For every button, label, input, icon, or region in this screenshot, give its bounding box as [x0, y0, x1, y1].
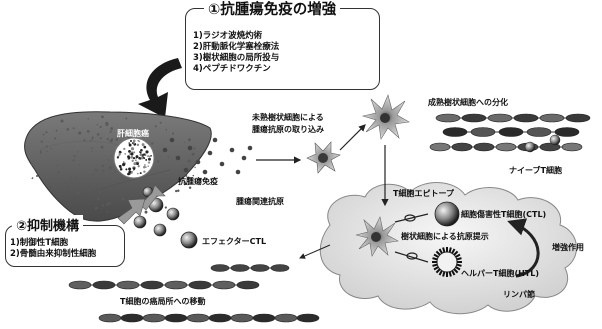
- htl-cell: [432, 247, 462, 277]
- arrow-ctl-migration: [299, 244, 331, 259]
- t-cell-chains: [68, 113, 591, 323]
- enhancement-label: 増強作用: [552, 243, 584, 252]
- immature-dc-label: 未熟樹状細胞による 腫瘍抗原の取り込み: [252, 113, 324, 134]
- effector-ctl-cell: [180, 231, 198, 249]
- tumor-antigen-particles: [162, 137, 253, 175]
- therapy-arrow: [138, 58, 182, 118]
- lymph-node-cloud: [319, 182, 577, 315]
- tumor: [113, 137, 155, 179]
- ctl-cell: [434, 201, 460, 227]
- therapy-box-title: ①抗腫瘍免疫の増強: [204, 0, 341, 19]
- immune-cells-near-tumor: [133, 186, 180, 237]
- lymph-node-dendritic-cell: [355, 216, 399, 257]
- therapy-item-1: 1)ラジオ波焼灼術: [193, 31, 263, 41]
- mature-dendritic-cell: [361, 94, 410, 140]
- therapy-item-4: 4)ペプチドワクチン: [193, 64, 271, 74]
- liver-texture: [30, 115, 202, 214]
- t-epitope-label: T細胞エピトープ: [393, 189, 454, 198]
- tumor-antigen-label: 腫瘍関連抗原: [236, 197, 284, 206]
- mature-dc-label: 成熟樹状細胞への分化: [428, 98, 508, 107]
- immature-dendritic-cell: [306, 141, 341, 174]
- suppression-box-title: ②抑制機構: [12, 215, 84, 234]
- antitumor-immunity-label: 抗腫瘍免疫: [178, 177, 218, 186]
- epitope-connectors: [394, 213, 429, 263]
- therapy-list: 1)ラジオ波焼灼術 2)肝動脈化学塞栓療法 3)樹状細胞の局所投与 4)ペプチド…: [193, 31, 279, 75]
- lymph-node-label: リンパ節: [503, 290, 535, 299]
- ctl-label: 細胞傷害性T細胞(CTL): [461, 210, 547, 219]
- suppression-list: 1)制御性T細胞 2)骨髄由来抑制性細胞: [10, 238, 96, 260]
- effector-ctl-label: エフェクターCTL: [202, 237, 267, 246]
- therapy-box: [185, 8, 380, 90]
- liver-cancer-label: 肝細胞癌: [117, 129, 149, 138]
- therapy-item-3: 3)樹状細胞の局所投与: [193, 53, 280, 63]
- therapy-item-2: 2)肝動脈化学塞栓療法: [193, 42, 280, 52]
- naive-t-label: ナイーブT細胞: [509, 166, 562, 175]
- antigen-presentation-label: 樹状細胞による抗原提示: [401, 232, 489, 241]
- suppression-arrows: [117, 184, 166, 225]
- arrow-to-mature-dc: [339, 124, 366, 151]
- suppression-item-1: 1)制御性T細胞: [10, 238, 69, 248]
- enhancement-arrow: [507, 218, 540, 278]
- htl-label: ヘルパーT細胞(HTL): [461, 269, 540, 278]
- suppression-item-2: 2)骨髄由来抑制性細胞: [10, 249, 97, 259]
- t-migration-label: T細胞の癌局所への移動: [120, 297, 206, 306]
